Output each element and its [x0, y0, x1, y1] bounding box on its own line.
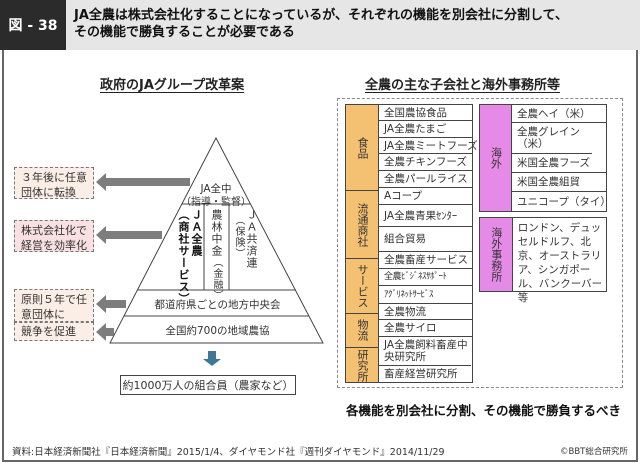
title-line-2: その機能で勝負することが必要である: [74, 25, 295, 40]
left-section-title: 政府のJAグループ改革案: [100, 78, 245, 93]
category-service: サービス: [346, 258, 378, 314]
pyramid-norinchukin-role: （金融）: [211, 257, 222, 301]
category-overseas: 海外: [480, 105, 511, 211]
subsidiary-item: 米国全農組貿: [512, 173, 606, 192]
category-research: 研究所: [346, 348, 378, 382]
arrow-left-icon: [96, 295, 126, 313]
subsidiary-item: 全農チキンフーズ: [379, 154, 472, 172]
note-zennoh: 株式会社化で 経営を効率化: [14, 220, 94, 252]
subsidiary-item: 全農物流: [379, 304, 472, 321]
pyramid-apex-name: JA全中: [200, 183, 232, 195]
pyramid-norinchukin-name: 農林中金: [210, 209, 223, 257]
subsidiary-item: 全農パールライス: [379, 171, 472, 188]
note-text: 経営を効率化: [21, 239, 87, 252]
subsidiary-item: JA全農ミートフーズ: [379, 138, 478, 155]
pyramid-regional-tier: 都道府県ごとの地方中央会: [154, 299, 281, 311]
note-local: 競争を促進: [14, 322, 94, 341]
subsidiary-item: JA全農たまご: [379, 121, 472, 139]
domestic-subsidiaries-table: 食品 流通商社 サービス 物流 研究所 全国農協食品 JA全農たまご JA全農ミ…: [345, 104, 478, 383]
subsidiary-item: 全国農協食品: [379, 105, 472, 122]
subsidiary-item: 全農サイロ: [379, 320, 472, 338]
overseas-offices-list: ロンドン、デュッセルドルフ、北京、オーストラリア、シンガポール、バンクーバー等: [512, 218, 606, 304]
overseas-subsidiaries-table: 海外 全農ヘイ（米） 全農グレイン（米） 米国全農フーズ 米国全農組貿 ユニコー…: [479, 104, 611, 212]
note-text: ３年後に任意: [21, 171, 87, 184]
arrow-left-icon: [96, 226, 162, 244]
note-text: 競争を促進: [21, 325, 76, 338]
content-frame: [2, 50, 638, 462]
category-logistics: 物流: [346, 313, 378, 349]
copyright: ©BBT総合研究所: [560, 447, 628, 457]
subsidiary-item: 全農グレイン（米）: [512, 123, 592, 154]
pyramid-kyosairen-role: （保険）: [233, 215, 244, 259]
subsidiaries-area: [337, 98, 623, 388]
note-text: 株式会社化で: [21, 224, 87, 237]
pyramid-zennoh-role: （商社サービス）: [177, 209, 190, 305]
subsidiary-item: 組合貿易: [379, 227, 472, 253]
note-regional: 原則５年で任 意団体に: [14, 289, 94, 322]
subsidiary-item: JA全農青果ｾﾝﾀｰ: [379, 204, 472, 228]
pyramid-apex-role: （指導・監督）: [181, 197, 251, 208]
arrow-left-icon: [96, 173, 190, 191]
figure-header: 図 - 38 JA全農は株式会社化することになっているが、それぞれの機能を別会社…: [0, 0, 640, 50]
source-citation: 資料:日本経済新聞社『日本経済新聞』2015/1/4、ダイヤモンド社『週刊ダイヤ…: [12, 447, 445, 458]
right-section-title: 全農の主な子会社と海外事務所等: [365, 78, 561, 93]
note-text: 団体に転換: [21, 186, 76, 199]
figure-number: 図 - 38: [0, 0, 66, 50]
subsidiary-item: 全農ﾋﾞｼﾞﾈｽｻﾎﾟｰﾄ: [379, 269, 472, 287]
subsidiary-item: 全農ヘイ（米）: [512, 105, 606, 123]
title-line-1: JA全農は株式会社化することになっているが、それぞれの機能を別会社に分割して、: [74, 8, 568, 23]
subsidiary-item: 畜産経営研究所: [379, 365, 472, 382]
members-box: 約1000万人の組合員（農家など）: [120, 375, 296, 395]
figure-title: JA全農は株式会社化することになっているが、それぞれの機能を別会社に分割して、 …: [66, 0, 640, 50]
conclusion-text: 各機能を別会社に分割、その機能で勝負するべき: [346, 403, 622, 418]
pyramid-local-tier: 全国約700の地域農協: [165, 325, 270, 337]
category-food: 食品: [346, 105, 378, 192]
subsidiary-item: Aコープ: [379, 187, 472, 205]
pyramid-zennoh-name: ＪＡ全農: [190, 209, 203, 257]
subsidiary-item: ユニコープ（タイ）: [512, 192, 611, 211]
note-zenchu: ３年後に任意 団体に転換: [14, 167, 94, 199]
category-distribution: 流通商社: [346, 191, 378, 259]
pyramid-kyosairen-name: ＪＡ共済連: [245, 209, 258, 269]
note-text: 意団体に: [21, 308, 65, 321]
arrow-down-icon: [203, 351, 221, 366]
arrow-left-icon: [96, 323, 114, 341]
category-overseas-offices: 海外事務所: [480, 218, 512, 291]
subsidiary-item: 米国全農フーズ: [512, 154, 606, 173]
subsidiary-item: JA全農飼料畜産中央研究所: [379, 337, 471, 366]
note-text: 原則５年で任: [21, 293, 87, 306]
overseas-offices-table: 海外事務所 ロンドン、デュッセルドルフ、北京、オーストラリア、シンガポール、バン…: [479, 217, 607, 304]
subsidiary-item: ｱｸﾞﾘﾈｯﾄｻｰﾋﾞｽ: [379, 286, 472, 305]
subsidiary-item: 全農畜産サービス: [379, 252, 472, 270]
